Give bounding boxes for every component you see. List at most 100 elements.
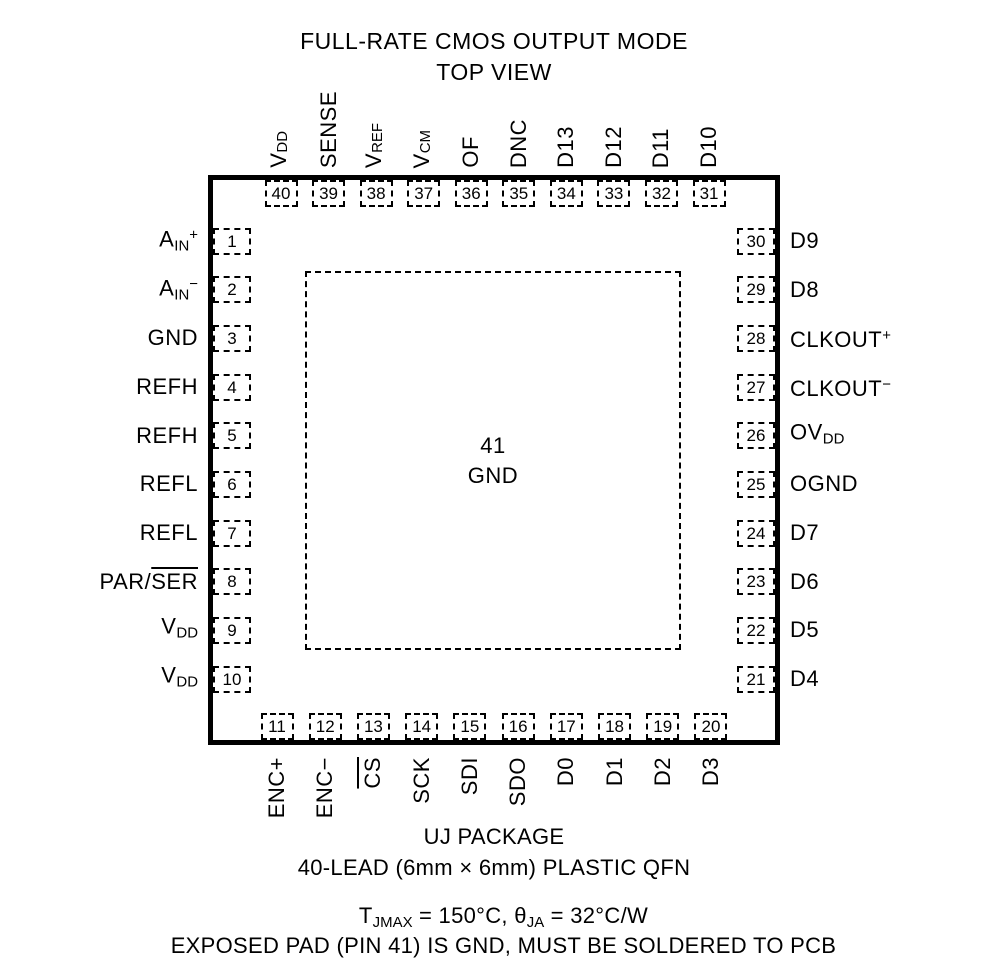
package-name: UJ PACKAGE xyxy=(423,824,565,849)
pin-13-box: 13 xyxy=(356,713,390,740)
pin-16-number: 16 xyxy=(508,717,528,736)
pin-7-number: 7 xyxy=(227,523,237,543)
pin-22-label: D5 xyxy=(790,617,820,643)
pin-13-number: 13 xyxy=(363,717,383,736)
pin-35-box: 35 xyxy=(502,180,536,207)
pin-8-label: PAR/SER xyxy=(99,568,198,594)
pin-9-box: 9 xyxy=(213,616,251,644)
pin-38-number: 38 xyxy=(366,184,386,203)
pin-23-label: D6 xyxy=(790,568,820,594)
pin-36-box: 36 xyxy=(454,180,488,207)
pin-20-label: D3 xyxy=(697,757,723,787)
pin-9-number: 9 xyxy=(227,620,237,640)
diagram-title: FULL-RATE CMOS OUTPUT MODE xyxy=(300,28,688,54)
pin-38-box: 38 xyxy=(359,180,393,207)
pin-1-number: 1 xyxy=(227,231,237,251)
pin-3-label: GND xyxy=(147,325,198,351)
pin-10-label: VDD xyxy=(161,662,198,691)
pin-23-box: 23 xyxy=(737,568,775,596)
pin-5-label: REFH xyxy=(136,422,198,448)
pin-1-label: AIN+ xyxy=(159,226,198,255)
pin-8-box: 8 xyxy=(213,568,251,596)
pin-27-box: 27 xyxy=(737,373,775,401)
pin-11-number: 11 xyxy=(268,717,286,736)
pin-22-box: 22 xyxy=(737,616,775,644)
pin-21-label: D4 xyxy=(790,666,820,692)
pin-28-label: CLKOUT+ xyxy=(790,327,891,353)
pin-19-box: 19 xyxy=(646,713,680,740)
pin-25-box: 25 xyxy=(737,470,775,498)
pin-18-box: 18 xyxy=(598,713,632,740)
pin-6-label: REFL xyxy=(139,471,198,497)
pin-14-number: 14 xyxy=(412,717,432,736)
pin-24-box: 24 xyxy=(737,519,775,547)
package-outline xyxy=(208,175,780,745)
pin-26-number: 26 xyxy=(746,426,766,446)
pin-29-label: D8 xyxy=(790,276,820,302)
pin-9-label: VDD xyxy=(161,613,198,642)
pin-3-box: 3 xyxy=(213,324,251,352)
pin-28-number: 28 xyxy=(746,328,766,348)
pin-10-box: 10 xyxy=(213,665,251,693)
pin-39-box: 39 xyxy=(312,180,346,207)
pin-32-box: 32 xyxy=(644,180,678,207)
pin-22-number: 22 xyxy=(746,620,766,640)
pin-38-label: VREF xyxy=(361,122,387,168)
pin-16-label: SDO xyxy=(505,757,531,807)
exposed-pad-note: EXPOSED PAD (PIN 41) IS GND, MUST BE SOL… xyxy=(170,933,837,958)
pin-34-number: 34 xyxy=(556,184,576,203)
pin-8-number: 8 xyxy=(227,572,237,592)
pin-18-label: D1 xyxy=(601,757,627,787)
pin-7-box: 7 xyxy=(213,519,251,547)
exposed-pad-number: 41 xyxy=(480,432,506,458)
pin-33-box: 33 xyxy=(597,180,631,207)
pin-34-box: 34 xyxy=(549,180,583,207)
pin-12-number: 12 xyxy=(315,717,335,736)
pin-31-label: D10 xyxy=(696,126,722,168)
pin-35-number: 35 xyxy=(509,184,529,203)
pin-11-label: ENC+ xyxy=(264,757,289,819)
pin-16-box: 16 xyxy=(501,713,535,740)
pin-40-label: VDD xyxy=(265,131,292,168)
pin-12-label: ENC− xyxy=(312,757,338,819)
package-description: 40-LEAD (6mm × 6mm) PLASTIC QFN xyxy=(297,855,691,880)
pin-26-box: 26 xyxy=(737,422,775,450)
exposed-pad-label: GND xyxy=(467,462,519,488)
thermal-note: TJMAX = 150°C, θJA = 32°C/W xyxy=(358,903,649,932)
pin-15-label: SDI xyxy=(456,757,482,796)
pin-37-number: 37 xyxy=(414,184,434,203)
exposed-pad: 41 GND xyxy=(305,271,681,650)
pin-32-label: D11 xyxy=(648,127,674,168)
pin-36-number: 36 xyxy=(461,184,481,203)
pin-20-box: 20 xyxy=(694,713,728,740)
pin-40-number: 40 xyxy=(271,184,291,203)
pin-33-number: 33 xyxy=(604,184,624,203)
pin-21-box: 21 xyxy=(737,665,775,693)
top-view-label: TOP VIEW xyxy=(436,59,552,85)
pin-17-label: D0 xyxy=(553,757,579,787)
pin-4-label: REFH xyxy=(136,374,198,399)
pin-18-number: 18 xyxy=(605,717,624,736)
pin-17-box: 17 xyxy=(549,713,583,740)
pin-14-box: 14 xyxy=(405,713,439,740)
pin-19-number: 19 xyxy=(653,717,673,736)
pin-2-number: 2 xyxy=(227,280,237,300)
pin-21-number: 21 xyxy=(746,669,766,689)
pin-24-label: D7 xyxy=(790,520,820,546)
pin-30-box: 30 xyxy=(737,227,775,255)
pin-5-number: 5 xyxy=(227,426,237,446)
pin-4-number: 4 xyxy=(227,377,237,397)
pin-27-number: 27 xyxy=(746,377,766,397)
pin-6-number: 6 xyxy=(227,474,237,494)
pin-2-label: AIN− xyxy=(159,274,198,304)
pin-15-number: 15 xyxy=(460,717,480,736)
pin-20-number: 20 xyxy=(701,717,721,736)
pin-23-number: 23 xyxy=(746,572,766,592)
pin-27-label: CLKOUT− xyxy=(790,375,891,401)
pin-39-number: 39 xyxy=(319,184,338,203)
pin-39-label: SENSE xyxy=(315,90,341,168)
pin-24-number: 24 xyxy=(746,523,766,543)
pin-19-label: D2 xyxy=(649,757,675,787)
pin-3-number: 3 xyxy=(227,328,237,348)
